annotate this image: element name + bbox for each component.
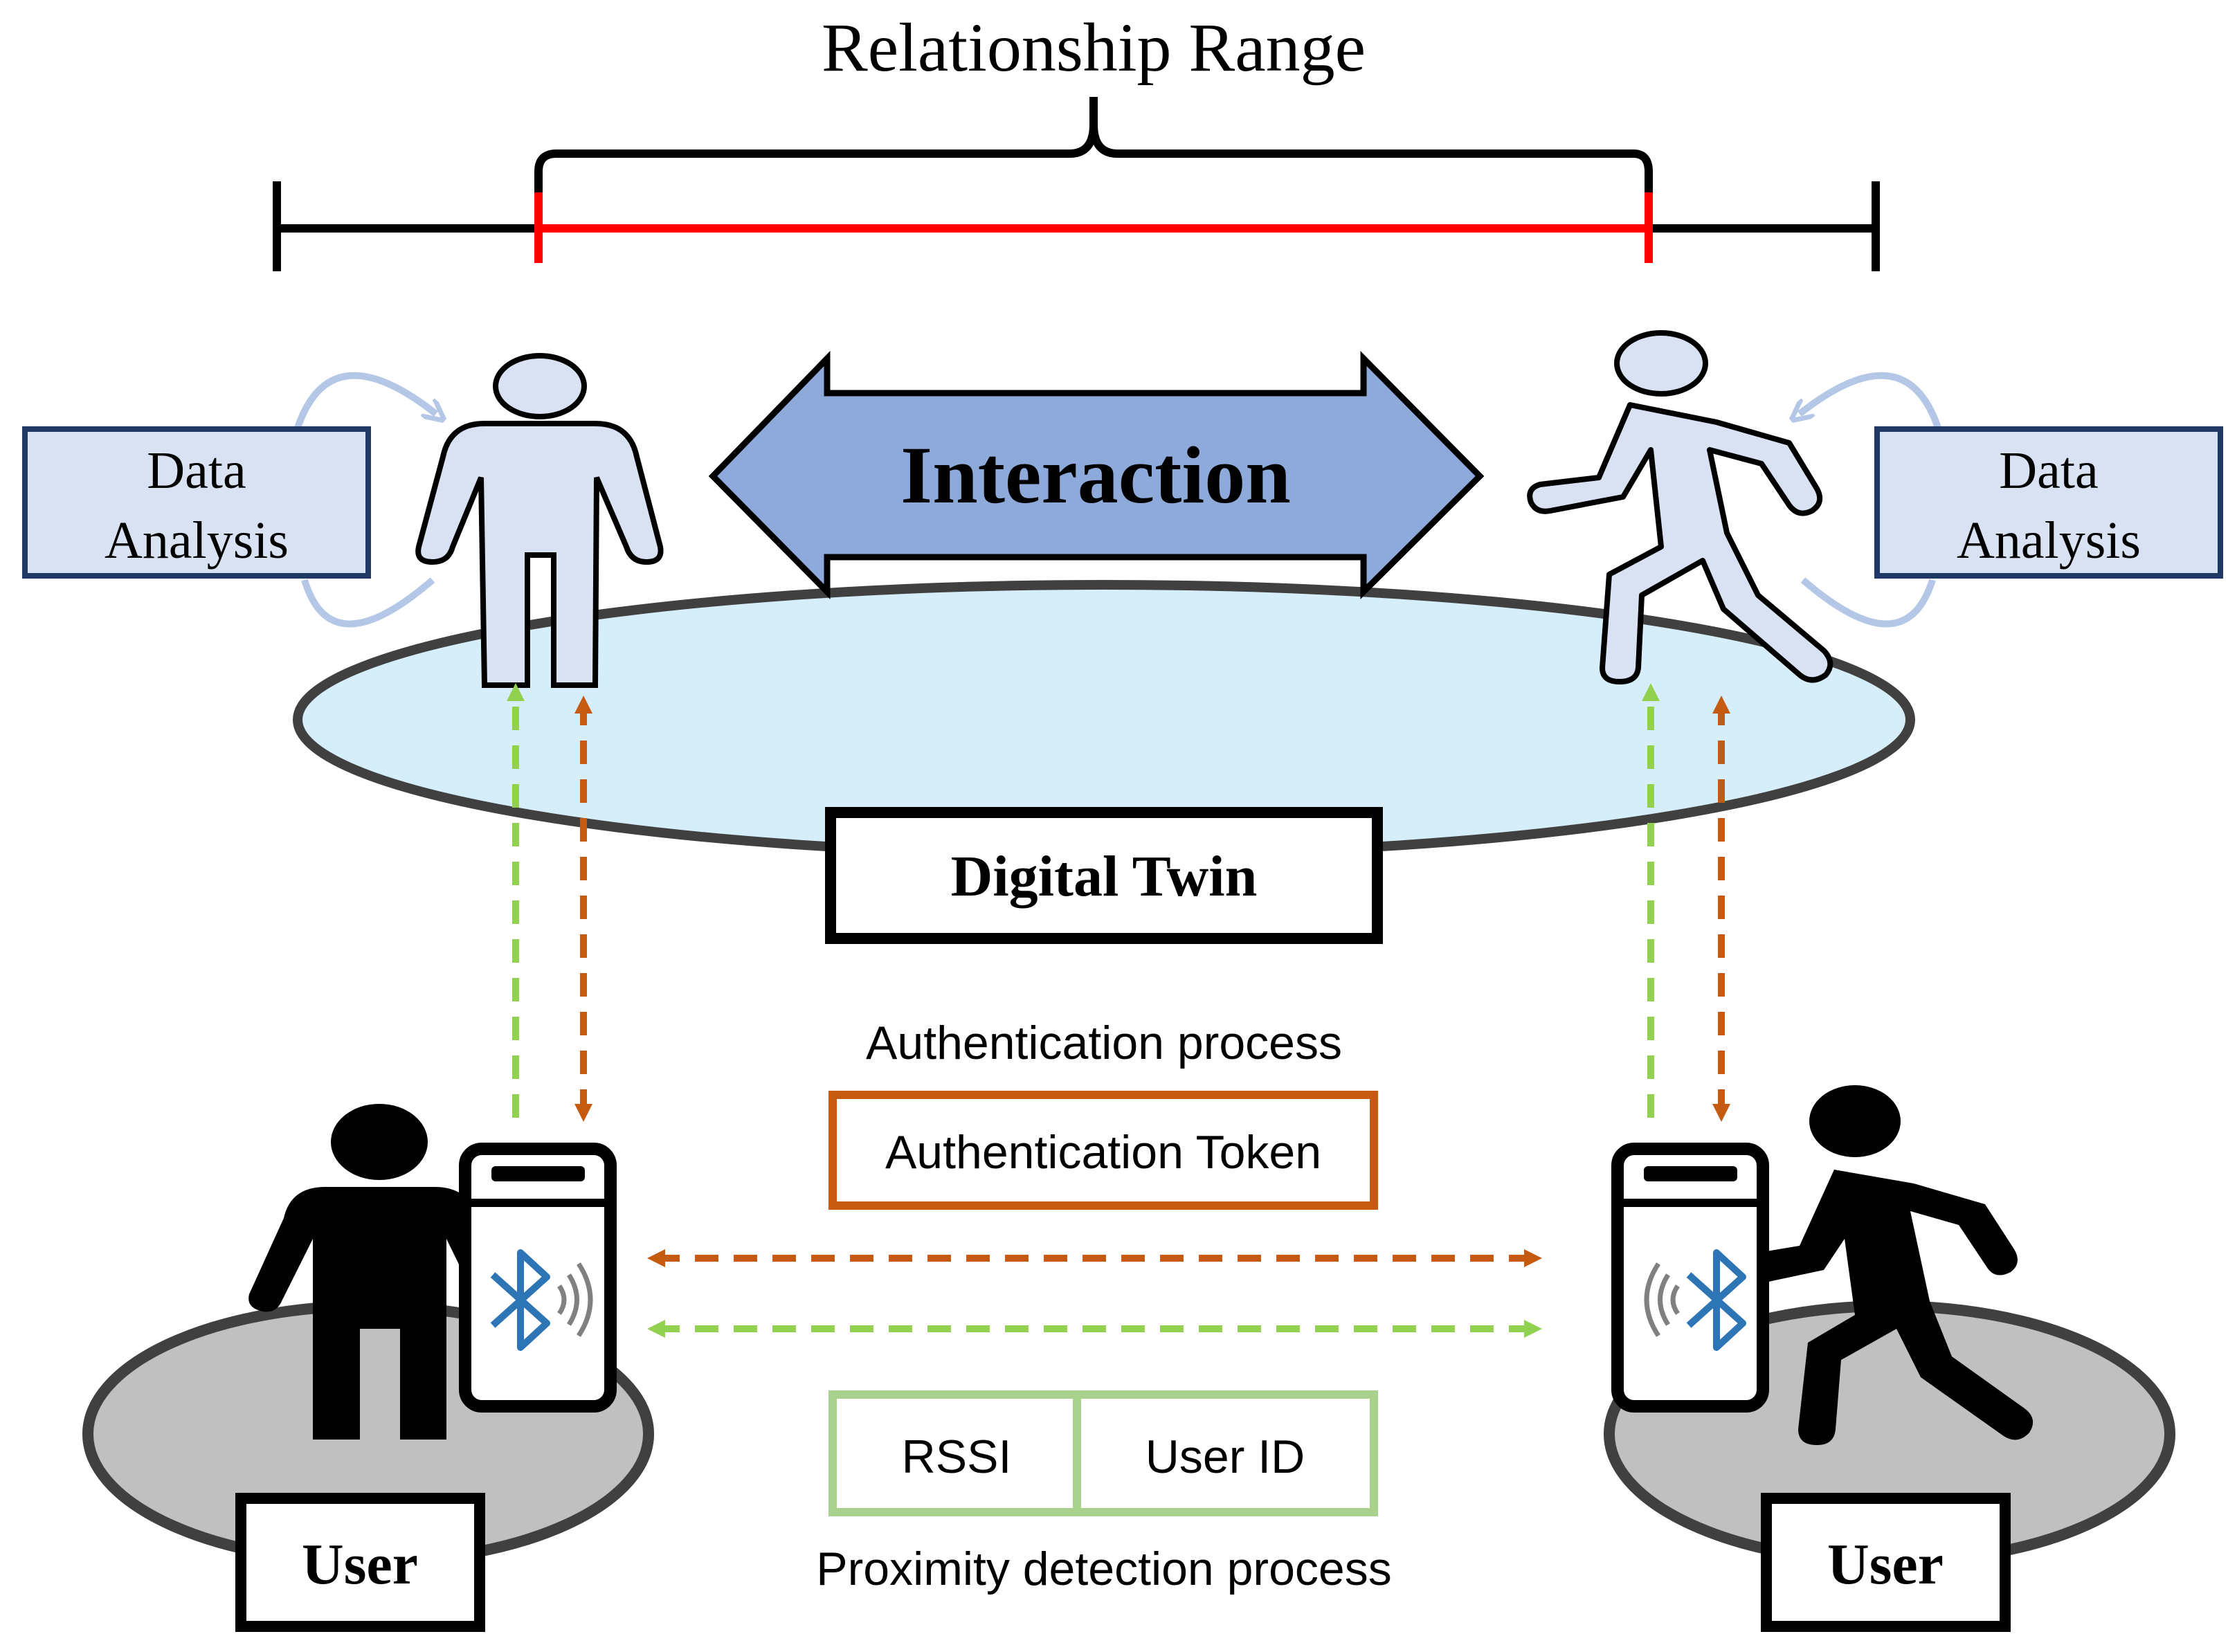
- left-data-analysis-line1: Data: [147, 442, 246, 500]
- authentication-process-label: Authentication process: [866, 1017, 1342, 1069]
- relationship-range-title: Relationship Range: [822, 9, 1366, 86]
- authentication-token-box: [828, 1091, 1378, 1210]
- vertical-arrows: [507, 683, 1730, 1122]
- right-signal-waves: [1644, 1262, 1680, 1337]
- left-bluetooth-icon: [490, 1249, 550, 1351]
- standing-person-icon: [248, 1104, 509, 1440]
- left-data-analysis-box: [22, 426, 371, 579]
- right-user-group: User: [1604, 1085, 2175, 1632]
- right-smartphone-icon: [1611, 1143, 1769, 1413]
- left-signal-waves: [557, 1262, 593, 1337]
- left-data-analysis: Data Analysis: [22, 372, 436, 628]
- rssi-label: RSSI: [902, 1431, 1012, 1483]
- interaction-label: Interaction: [900, 430, 1291, 520]
- left-cycle-arrow-top: [294, 372, 436, 429]
- right-data-analysis-line2: Analysis: [1957, 511, 2141, 570]
- relationship-range: Relationship Range: [273, 9, 1880, 271]
- left-user-label-box: [235, 1493, 485, 1632]
- proximity-data-box: [828, 1390, 1378, 1516]
- walking-person-icon: [1746, 1085, 2034, 1445]
- left-cycle-arrow-bottom: [301, 577, 435, 628]
- walking-avatar-icon: [1527, 330, 1833, 684]
- right-cycle-arrow-top: [1800, 372, 1941, 429]
- left-user-label: User: [302, 1532, 418, 1597]
- left-user-group: User: [82, 1104, 654, 1632]
- standing-avatar-icon: [415, 353, 664, 688]
- digital-twin-label: Digital Twin: [951, 844, 1258, 909]
- digital-twin-label-box: Digital Twin: [825, 807, 1383, 944]
- right-data-analysis: Data Analysis: [1800, 372, 2223, 628]
- right-cycle-arrow-bottom: [1800, 577, 1936, 628]
- right-data-analysis-line1: Data: [1999, 442, 2098, 500]
- authentication-token-label: Authentication Token: [885, 1126, 1321, 1179]
- left-data-analysis-line2: Analysis: [105, 511, 289, 570]
- proximity-process-label: Proximity detection process: [816, 1543, 1391, 1595]
- right-data-analysis-box: [1874, 426, 2223, 579]
- authentication-section: Authentication process Authentication To…: [828, 1017, 1378, 1210]
- left-smartphone-icon: [459, 1143, 617, 1413]
- right-user-label-box: [1761, 1493, 2011, 1632]
- user-id-label: User ID: [1145, 1431, 1305, 1483]
- range-brace: [534, 97, 1653, 192]
- right-bluetooth-icon: [1686, 1249, 1746, 1351]
- proximity-section: RSSI User ID Proximity detection process: [816, 1390, 1392, 1595]
- interaction-arrow: Interaction: [708, 350, 1485, 599]
- right-user-label: User: [1827, 1532, 1944, 1597]
